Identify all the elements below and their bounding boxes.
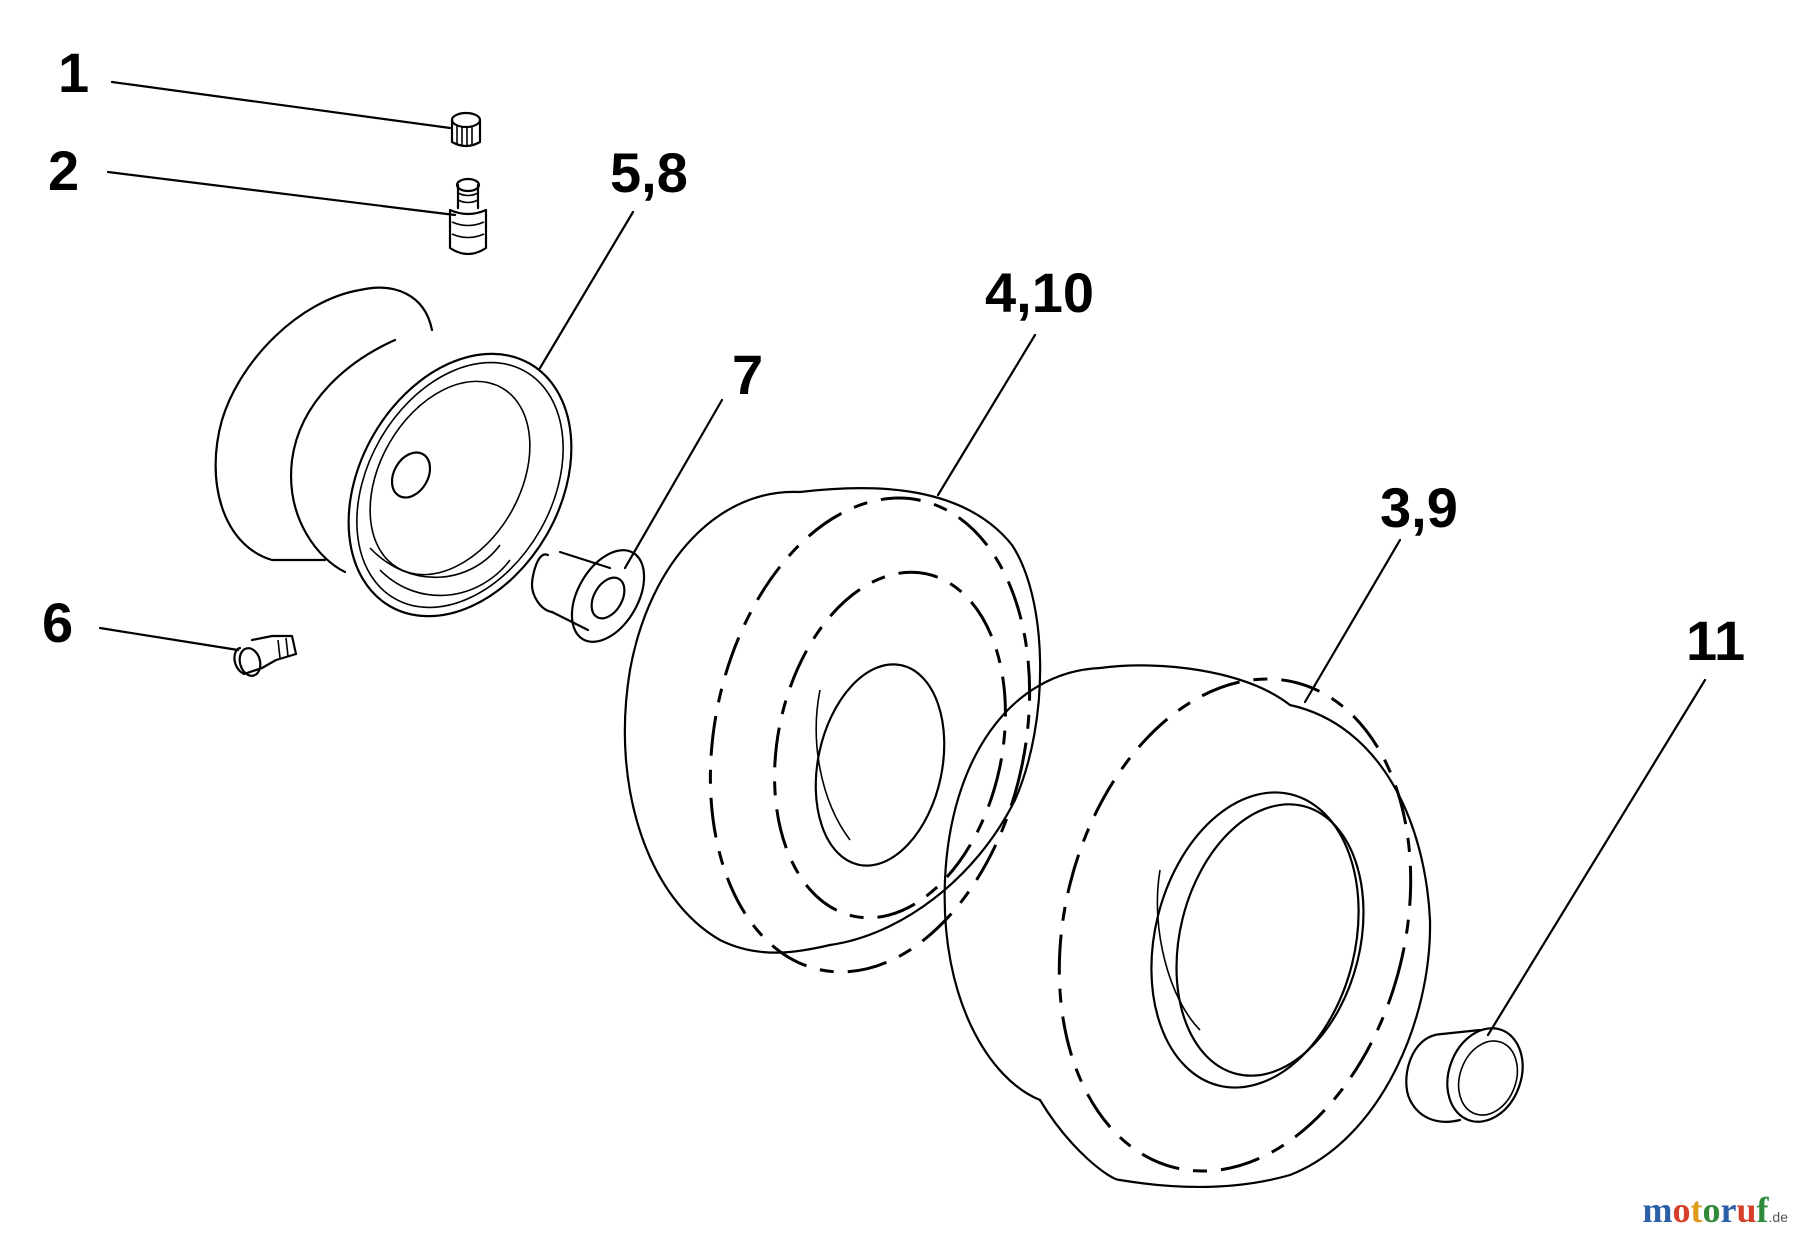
watermark-letter: o — [1702, 1190, 1721, 1230]
callout-4-10: 4,10 — [985, 261, 1094, 324]
callout-11: 11 — [1686, 609, 1745, 672]
leader-lines — [98, 80, 1707, 1037]
callout-2: 2 — [48, 139, 79, 202]
callout-3-9: 3,9 — [1380, 476, 1458, 539]
watermark-letter: t — [1690, 1190, 1703, 1230]
watermark-letter: f — [1756, 1190, 1769, 1230]
rim-part — [214, 286, 573, 618]
watermark-suffix: .de — [1768, 1209, 1788, 1225]
callout-6: 6 — [42, 591, 73, 654]
watermark-letter: m — [1642, 1190, 1673, 1230]
bushing-part — [530, 549, 646, 643]
callout-1: 1 — [58, 41, 89, 104]
watermark-letter: r — [1720, 1190, 1737, 1230]
tire-3-9-part — [943, 664, 1432, 1189]
watermark-letter: o — [1672, 1190, 1691, 1230]
callout-5-8: 5,8 — [610, 141, 688, 204]
callout-7: 7 — [732, 343, 763, 406]
grease-fitting-part — [233, 634, 298, 677]
watermark-letter: u — [1736, 1190, 1757, 1230]
watermark-logo: motoruf.de — [1643, 1189, 1788, 1231]
tire-4-10-part — [623, 486, 1042, 974]
valve-stem-part — [448, 177, 488, 256]
valve-cap-part — [450, 111, 482, 148]
hub-cap-part — [1405, 1027, 1524, 1123]
